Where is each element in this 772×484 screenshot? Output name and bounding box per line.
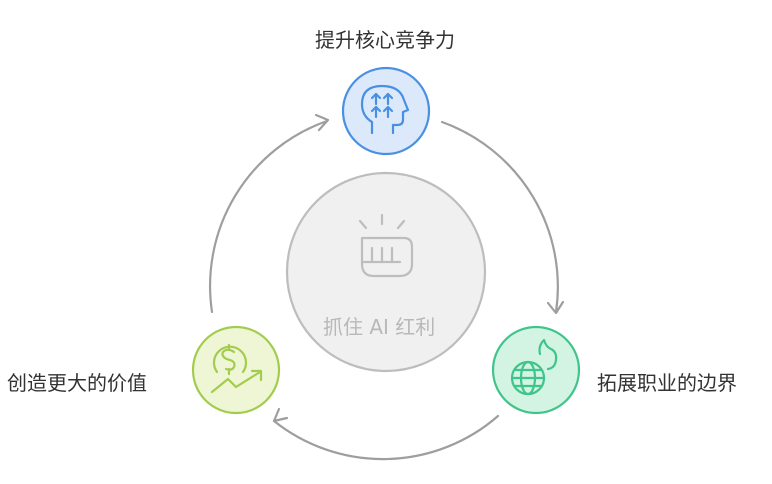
top-node-label: 提升核心竞争力 [315, 28, 455, 52]
fist-impact-icon [358, 213, 414, 278]
dollar-growth-icon [210, 343, 263, 394]
arrowhead-top-to-right [546, 300, 565, 315]
left-node-label: 创造更大的价值 [7, 371, 147, 395]
head-arrows-up-icon [360, 84, 410, 135]
arrow-top-to-right [440, 120, 559, 314]
center-circle [285, 171, 487, 373]
arrowhead-right-to-left [272, 407, 289, 423]
center-label: 抓住 AI 红利 [323, 315, 436, 339]
left-node-circle [191, 325, 281, 415]
top-node-circle [341, 66, 431, 156]
arrow-left-to-top [209, 119, 329, 314]
globe-flame-icon [510, 338, 558, 396]
cycle-arrows [209, 113, 565, 461]
arrow-right-to-left [272, 414, 500, 461]
arrowhead-left-to-top [314, 113, 330, 132]
right-node-label: 拓展职业的边界 [597, 371, 737, 395]
